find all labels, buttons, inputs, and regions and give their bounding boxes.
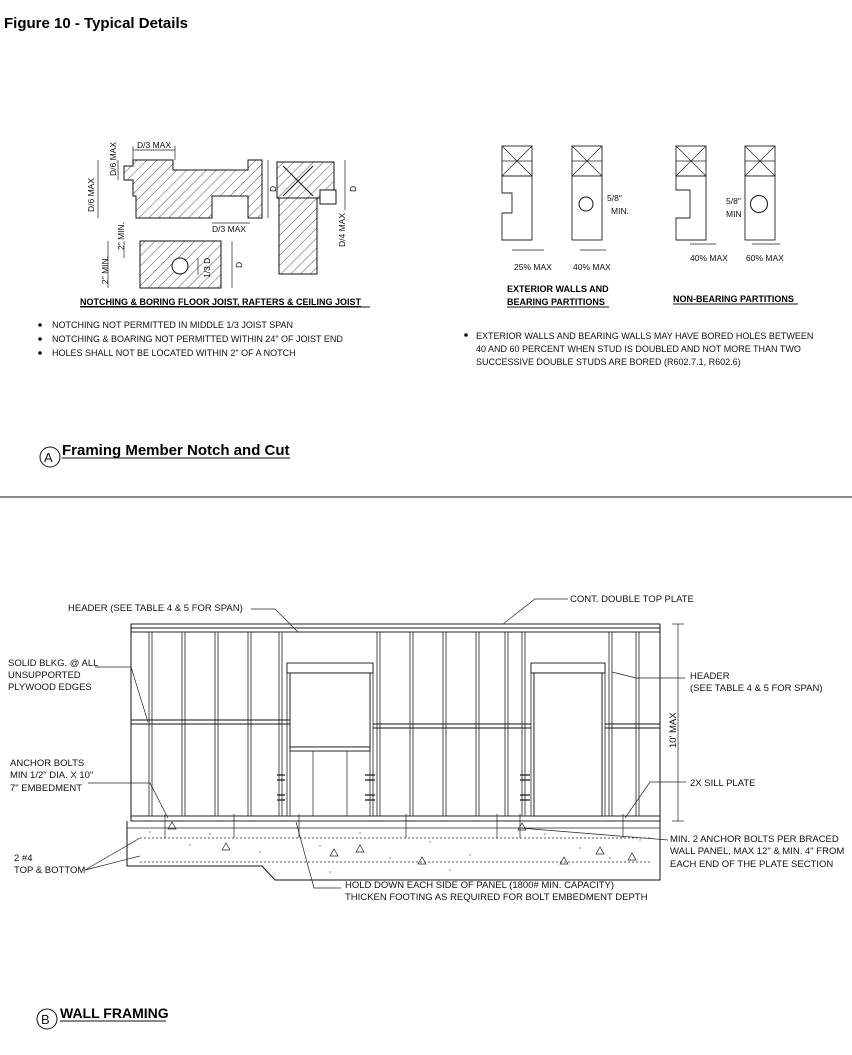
stud-notch-detail: 25% MAX 40% MAX 5/8" MIN. 40% MAX 60% MA… bbox=[464, 145, 813, 367]
dim-d-bore: D bbox=[234, 262, 244, 268]
leader-lines bbox=[84, 598, 686, 889]
label-braced-1: MIN. 2 ANCHOR BOLTS PER BRACED bbox=[670, 834, 839, 845]
dim-third-d: 1/3 D bbox=[202, 258, 212, 278]
joist-section bbox=[278, 197, 318, 275]
joist-notes: NOTCHING NOT PERMITTED IN MIDDLE 1/3 JOI… bbox=[38, 320, 343, 358]
dim-2in-min-b: 2" MIN. bbox=[100, 256, 110, 284]
ext-min-label-2: MIN. bbox=[611, 206, 629, 216]
footing bbox=[126, 821, 661, 881]
joist-note-2: NOTCHING & BOARING NOT PERMITTED WITHIN … bbox=[52, 334, 343, 344]
label-solid-blkg-3: PLYWOOD EDGES bbox=[8, 682, 92, 693]
label-header-left: HEADER (SEE TABLE 4 & 5 FOR SPAN) bbox=[68, 603, 243, 614]
ext-min-label-1: 5/8" bbox=[607, 193, 622, 203]
label-top-plate: CONT. DOUBLE TOP PLATE bbox=[570, 594, 694, 605]
detail-b-letter: B bbox=[41, 1012, 50, 1027]
label-solid-blkg-2: UNSUPPORTED bbox=[8, 670, 81, 681]
joist-note-1: NOTCHING NOT PERMITTED IN MIDDLE 1/3 JOI… bbox=[52, 320, 293, 330]
joist-caption: NOTCHING & BORING FLOOR JOIST, RAFTERS &… bbox=[80, 297, 362, 307]
label-rebar-2: TOP & BOTTOM bbox=[14, 865, 85, 876]
stud-note-line-3: SUCCESSIVE DOUBLE STUDS ARE BORED (R602.… bbox=[476, 357, 741, 367]
label-solid-blkg-1: SOLID BLKG. @ ALL bbox=[8, 658, 98, 669]
notched-joist-drawing bbox=[123, 159, 263, 219]
concrete-stipple bbox=[149, 831, 641, 873]
figure-title: Figure 10 - Typical Details bbox=[4, 15, 188, 32]
joist-note-3: HOLES SHALL NOT BE LOCATED WITHIN 2" OF … bbox=[52, 348, 296, 358]
exterior-caption-2: BEARING PARTITIONS bbox=[507, 297, 605, 307]
label-anchor-3: 7" EMBEDMENT bbox=[10, 783, 82, 794]
label-height: 10' MAX bbox=[668, 712, 679, 748]
bore-hole bbox=[171, 257, 189, 275]
nb-min-label-2: MIN bbox=[726, 209, 742, 219]
detail-b-title: WALL FRAMING bbox=[60, 1005, 169, 1021]
label-anchor-2: MIN 1/2" DIA. X 10" bbox=[10, 770, 93, 781]
stud-note-line-2: 40 AND 60 PERCENT WHEN STUD IS DOUBLED A… bbox=[476, 344, 801, 354]
detail-b-marker bbox=[36, 1008, 58, 1030]
ext-notch-pct: 25% MAX bbox=[514, 262, 552, 272]
dim-d6max-left: D/6 MAX bbox=[86, 178, 96, 212]
nb-min-label-1: 5/8" bbox=[726, 196, 741, 206]
non-bearing-caption: NON-BEARING PARTITIONS bbox=[673, 294, 794, 304]
wall-framing-elevation: HEADER (SEE TABLE 4 & 5 FOR SPAN) CONT. … bbox=[8, 594, 844, 903]
label-braced-3: EACH END OF THE PLATE SECTION bbox=[670, 859, 833, 870]
detail-a-letter: A bbox=[44, 450, 53, 465]
nb-notch-pct: 40% MAX bbox=[690, 253, 728, 263]
dim-d-right: D bbox=[268, 186, 278, 192]
ext-bore-pct: 40% MAX bbox=[573, 262, 611, 272]
nb-bore-pct: 60% MAX bbox=[746, 253, 784, 263]
dim-d4max: D/4 MAX bbox=[337, 213, 347, 247]
label-anchor-1: ANCHOR BOLTS bbox=[10, 758, 84, 769]
label-braced-2: WALL PANEL, MAX 12" & MIN. 4" FROM bbox=[670, 846, 844, 857]
label-header-right-2: (SEE TABLE 4 & 5 FOR SPAN) bbox=[690, 683, 823, 694]
label-sill: 2X SILL PLATE bbox=[690, 778, 755, 789]
joist-notch-detail: D/3 MAX D/6 MAX D/6 MAX D/3 MAX D D/4 MA… bbox=[38, 140, 370, 358]
label-header-right-1: HEADER bbox=[690, 671, 730, 682]
dim-2in-min-a: 2" MIN. bbox=[116, 222, 126, 250]
dim-d3max-bottom: D/3 MAX bbox=[212, 224, 246, 234]
dim-d6max-top: D/6 MAX bbox=[108, 142, 118, 176]
detail-a-title: Framing Member Notch and Cut bbox=[62, 442, 290, 459]
label-hold-down-1: HOLD DOWN EACH SIDE OF PANEL (1800# MIN.… bbox=[345, 880, 614, 891]
stud-note-line-1: EXTERIOR WALLS AND BEARING WALLS MAY HAV… bbox=[476, 331, 813, 341]
dim-d-right-2: D bbox=[348, 186, 358, 192]
exterior-caption-1: EXTERIOR WALLS AND bbox=[507, 284, 609, 294]
detail-a-marker bbox=[39, 446, 61, 468]
dim-d3max-top: D/3 MAX bbox=[137, 140, 171, 150]
label-rebar-1: 2 #4 bbox=[14, 853, 33, 864]
label-hold-down-2: THICKEN FOOTING AS REQUIRED FOR BOLT EMB… bbox=[345, 892, 648, 903]
